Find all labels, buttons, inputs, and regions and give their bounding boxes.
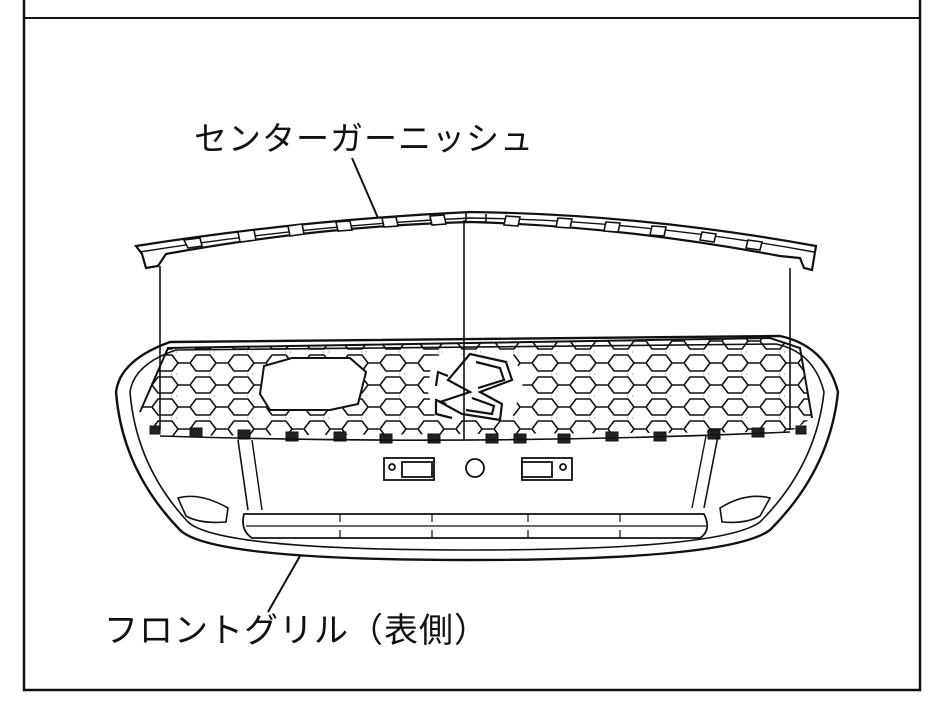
label-front-grille: フロントグリル（表側）	[104, 611, 489, 651]
alignment-guides	[159, 220, 791, 440]
label-center-garnish: センターガーニッシュ	[194, 119, 534, 158]
front-grille	[114, 334, 840, 562]
leader-center-garnish	[351, 157, 379, 219]
suzuki-emblem-icon	[434, 352, 514, 422]
leader-front-grille	[267, 555, 301, 613]
mount-holes	[383, 457, 573, 481]
figure-border	[22, 0, 922, 692]
center-garnish	[134, 210, 818, 272]
